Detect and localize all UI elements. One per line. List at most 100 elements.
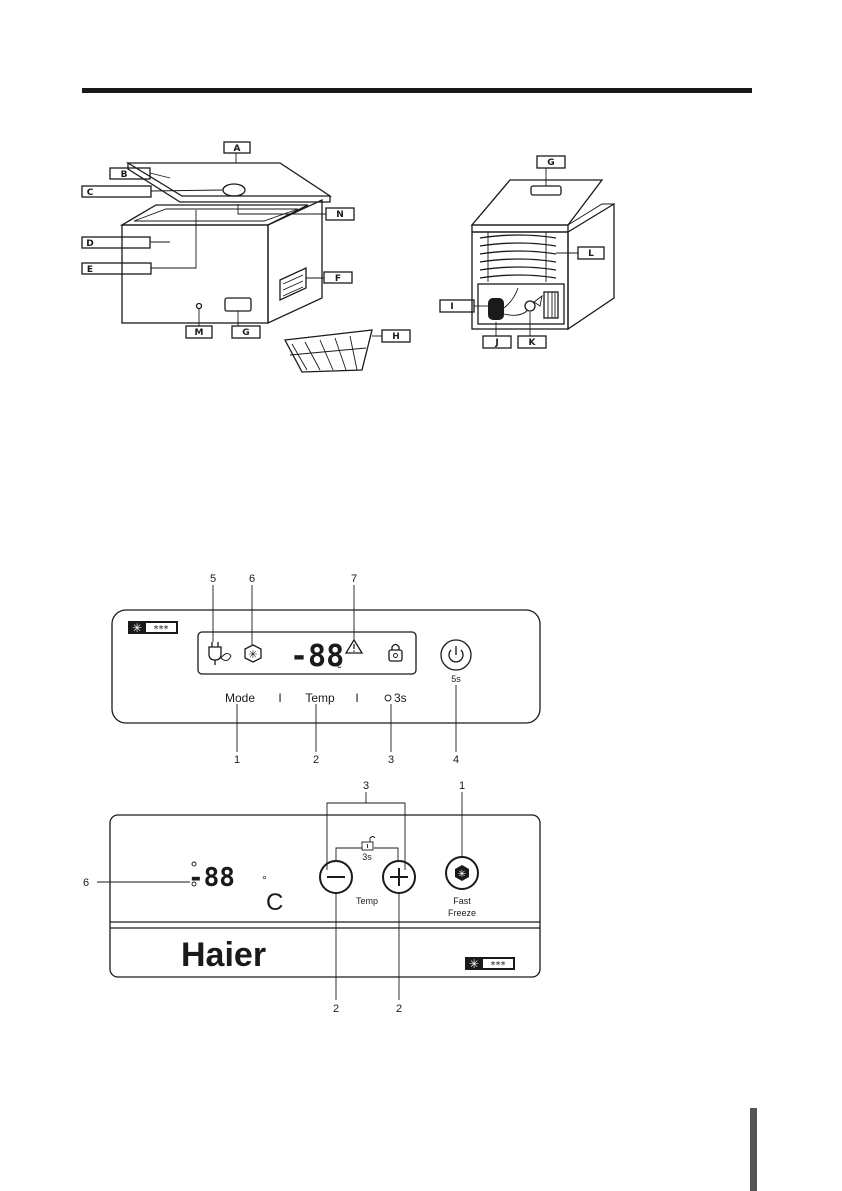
callout-2b-bottom: 2 xyxy=(396,1003,402,1015)
storage-basket xyxy=(283,329,373,373)
callout-3: 3 xyxy=(388,754,394,766)
svg-text:N: N xyxy=(336,210,344,220)
svg-text:J: J xyxy=(494,338,498,348)
label-F: F xyxy=(323,271,353,284)
svg-text:✳: ✳ xyxy=(248,648,257,661)
lock-icon xyxy=(388,643,403,662)
display-value-bottom: -88 xyxy=(188,863,235,893)
label-C: C xyxy=(81,185,152,198)
back-cabinet-side xyxy=(567,202,615,331)
brand-logo: Haier xyxy=(181,936,266,974)
label-M: M xyxy=(185,325,213,339)
label-B: B xyxy=(109,167,151,180)
condenser-coils xyxy=(479,232,557,282)
display-value-top: -88 xyxy=(290,639,344,674)
freezer-lid-edge xyxy=(127,163,331,203)
snowflake-icon: ✳ xyxy=(132,621,142,635)
svg-text:H: H xyxy=(392,332,400,342)
fast-freeze-label-2: Freeze xyxy=(448,908,476,918)
svg-text:E: E xyxy=(87,265,93,275)
label-H: H xyxy=(381,329,411,343)
svg-text:F: F xyxy=(335,274,341,284)
indicator-dot-1 xyxy=(191,861,197,867)
svg-text:L: L xyxy=(588,249,594,259)
back-lid xyxy=(470,179,604,226)
svg-text:K: K xyxy=(529,338,537,348)
compressor-bay xyxy=(477,283,565,325)
plus-button[interactable] xyxy=(382,860,416,894)
label-J: J xyxy=(482,335,512,349)
header-rule xyxy=(82,88,752,93)
callout-6-bottom: 6 xyxy=(83,877,89,889)
label-G-front: G xyxy=(231,325,261,339)
svg-text:***: *** xyxy=(154,624,169,635)
callout-2a-bottom: 2 xyxy=(333,1003,339,1015)
page-edge-tab xyxy=(750,1108,757,1191)
back-lid-edge xyxy=(471,224,569,233)
lock-icon-small xyxy=(361,836,376,851)
mode-button[interactable]: Mode xyxy=(225,691,255,705)
fast-freeze-button[interactable]: ✳ xyxy=(445,856,479,890)
drain-tray xyxy=(524,300,536,312)
callout-1-bottom: 1 xyxy=(459,780,465,792)
lock-button[interactable]: 3s xyxy=(384,691,407,705)
temp-button[interactable]: Temp xyxy=(305,691,335,705)
cabinet-side xyxy=(267,198,323,325)
callout-5: 5 xyxy=(210,573,216,585)
panel-bottom-frame xyxy=(109,814,541,978)
callout-1: 1 xyxy=(234,754,240,766)
snowflake-icon: ✳ xyxy=(458,869,466,880)
control-panel-top: ✳ *** ✳ -88 c xyxy=(111,573,541,766)
lid-lamp xyxy=(222,183,246,197)
svg-text:I: I xyxy=(450,302,453,312)
fast-freeze-label-1: Fast xyxy=(453,896,471,906)
svg-text:***: *** xyxy=(491,960,506,971)
star-rating-badge-top: ✳ *** xyxy=(128,621,178,635)
svg-text:D: D xyxy=(86,239,93,249)
label-A: A xyxy=(223,141,251,154)
back-grille xyxy=(543,291,559,319)
callout-3-bottom: 3 xyxy=(363,780,369,792)
star-rating-badge-bottom: ✳ *** xyxy=(465,957,515,971)
drain-plug xyxy=(195,302,203,310)
cabinet-top-inner xyxy=(133,208,299,222)
svg-text:3s: 3s xyxy=(394,691,407,705)
label-E: E xyxy=(81,262,152,275)
callout-6: 6 xyxy=(249,573,255,585)
panel-top-frame xyxy=(111,609,541,724)
minus-button[interactable] xyxy=(319,860,353,894)
unit-celsius: C xyxy=(266,889,283,916)
compressor xyxy=(488,298,504,320)
freezer-back-illustration: G L I J K xyxy=(439,155,615,349)
back-lock xyxy=(530,185,562,196)
hex-snowflake-icon: ✳ xyxy=(244,644,262,663)
display-unit-top: c xyxy=(337,660,342,670)
svg-text:G: G xyxy=(547,158,554,168)
callout-4: 4 xyxy=(453,754,459,766)
svg-text:C: C xyxy=(87,188,94,198)
indicator-dot-2 xyxy=(191,881,197,887)
callout-2: 2 xyxy=(313,754,319,766)
label-N: N xyxy=(325,207,355,221)
svg-text:G: G xyxy=(242,328,249,338)
label-G-back: G xyxy=(536,155,566,169)
lock-hold-label: 3s xyxy=(362,852,372,862)
power-button[interactable] xyxy=(440,639,472,671)
separator-2: I xyxy=(355,691,358,705)
separator-1: I xyxy=(278,691,281,705)
svg-text:M: M xyxy=(195,328,204,338)
callout-7: 7 xyxy=(351,573,357,585)
freezer-front-illustration: A B C D E F G H M N xyxy=(81,141,411,373)
svg-text:A: A xyxy=(234,144,241,154)
snowflake-icon: ✳ xyxy=(469,957,479,971)
plug-leaf-icon xyxy=(208,642,232,665)
power-hold-label: 5s xyxy=(451,674,461,684)
label-K: K xyxy=(517,335,547,349)
side-handle xyxy=(279,266,307,302)
label-L: L xyxy=(577,246,605,260)
label-I: I xyxy=(439,299,475,313)
degree-symbol: ° xyxy=(262,873,267,887)
label-D: D xyxy=(81,236,151,249)
warning-icon xyxy=(344,638,364,654)
